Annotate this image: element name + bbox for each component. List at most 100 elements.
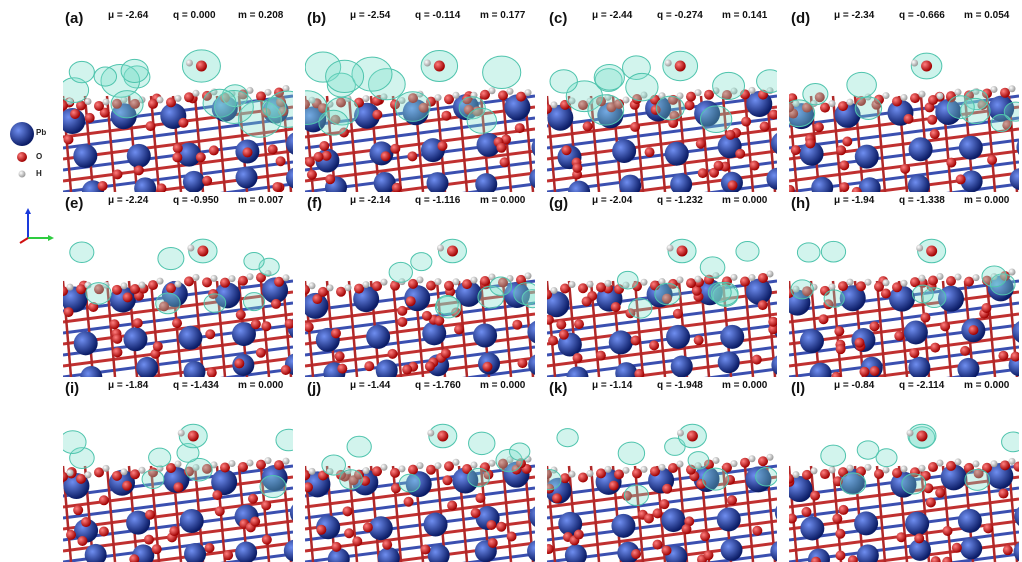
isosurface-lobe	[593, 64, 625, 91]
o-atom	[506, 531, 517, 542]
pb-atom	[800, 516, 825, 541]
h-atom	[846, 464, 854, 472]
o-atom	[928, 462, 938, 473]
isosurface-lobe	[702, 467, 729, 491]
isosurface-lobe	[495, 448, 523, 473]
o-atom	[560, 473, 570, 484]
h-atom	[828, 283, 836, 291]
o-atom	[109, 319, 120, 330]
o-atom	[397, 317, 408, 328]
o-atom	[982, 88, 992, 99]
panel-q: q = 0.000	[173, 10, 216, 21]
o-atom	[801, 506, 812, 517]
h-atom	[658, 463, 666, 471]
o-atom	[596, 96, 606, 107]
h-atom	[308, 467, 316, 475]
bond	[462, 367, 535, 377]
h-atom	[282, 274, 290, 282]
bond	[391, 280, 403, 377]
o-atom	[929, 129, 940, 140]
panel-m: m = 0.000	[964, 195, 1010, 206]
h-atom	[568, 97, 576, 105]
panel-label: (e)	[65, 195, 84, 212]
bond	[105, 280, 117, 377]
o-atom	[319, 141, 330, 152]
o-atom	[184, 276, 194, 287]
o-atom	[166, 462, 176, 473]
o-atom	[561, 145, 572, 156]
o-atom	[81, 517, 92, 528]
h-atom	[138, 466, 146, 474]
isosurface-lobe	[687, 451, 710, 470]
o-atom	[261, 321, 272, 332]
structure-render	[547, 36, 777, 192]
pb-atom	[716, 507, 741, 532]
bond	[83, 95, 95, 192]
o-atom	[722, 90, 732, 101]
isosurface-lobe	[875, 448, 898, 468]
o-atom	[578, 283, 588, 294]
o-atom	[560, 283, 570, 294]
o-atom	[632, 94, 642, 105]
panel: (a) μ = -2.64 q = 0.000 m = 0.208	[63, 0, 305, 192]
pb-atom	[73, 331, 98, 356]
pb-atom	[110, 103, 137, 130]
isosurface-lobe	[901, 473, 927, 495]
isosurface-lobe	[368, 68, 406, 101]
o-atom	[693, 335, 704, 346]
o-atom	[434, 315, 445, 326]
pb-atom	[1009, 168, 1019, 190]
o-atom	[697, 168, 708, 179]
h-atom	[568, 470, 576, 478]
h-atom	[882, 92, 890, 100]
o-atom	[946, 157, 957, 168]
pb-atom	[854, 144, 879, 169]
pb-atom	[452, 467, 479, 494]
o-atom	[166, 97, 176, 108]
o-atom	[547, 483, 555, 494]
isosurface-lobe	[655, 95, 685, 121]
o-atom	[148, 98, 158, 109]
o-atom	[940, 321, 951, 332]
pb-atom	[178, 325, 203, 350]
pb-atom	[957, 357, 980, 377]
pb-atom	[908, 356, 931, 377]
pb-atom	[179, 508, 204, 533]
o-atom	[482, 361, 493, 372]
o-atom	[725, 129, 736, 140]
bond	[704, 367, 777, 377]
bond	[547, 465, 557, 562]
isosurface-lobe	[394, 91, 431, 122]
h-atom	[344, 284, 352, 292]
pb-atom	[745, 278, 772, 305]
h-atom	[156, 96, 164, 104]
pb-atom	[799, 329, 824, 354]
o-atom	[691, 285, 702, 296]
pb-atom	[770, 541, 777, 562]
o-atom	[487, 537, 498, 548]
o-atom	[910, 93, 920, 104]
o-atom	[206, 367, 217, 377]
h-atom	[748, 86, 756, 94]
pb-atom	[1016, 139, 1019, 155]
pb-atom	[405, 471, 432, 498]
panel-m: m = 0.208	[238, 10, 284, 21]
o-atom	[223, 550, 234, 561]
pb-atom	[766, 167, 777, 190]
o-atom	[372, 281, 382, 292]
h-atom	[427, 429, 435, 437]
o-atom	[66, 529, 77, 540]
structure-svg	[63, 238, 293, 377]
h-atom	[362, 95, 370, 103]
isosurface-lobe	[265, 90, 293, 128]
pb-atom	[960, 537, 983, 560]
o-atom	[735, 148, 746, 159]
o-atom	[148, 280, 158, 291]
o-atom	[704, 89, 714, 100]
isosurface-lobe	[521, 289, 535, 309]
o-atom	[839, 160, 850, 171]
panel-mu: μ = -0.84	[834, 380, 875, 391]
pb-atom	[211, 469, 238, 496]
panel-mu: μ = -1.44	[350, 380, 391, 391]
pb-atom	[908, 538, 931, 561]
